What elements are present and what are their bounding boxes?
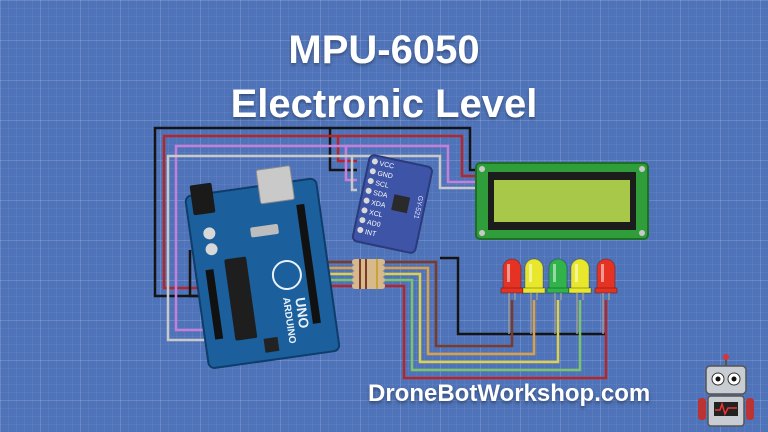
mpu-pin-label-xcl: XCL — [368, 209, 383, 219]
mpu-pin-hole — [359, 217, 366, 224]
wire-led-2 — [385, 266, 536, 356]
mpu-board-label: GY-521 — [412, 195, 424, 220]
led-row — [500, 258, 618, 334]
mpu-pin-hole — [367, 178, 374, 185]
resistor-4 — [352, 277, 385, 283]
led-1 — [500, 258, 524, 334]
mpu-pin-label-ad0: AD0 — [366, 219, 381, 229]
resistor-2 — [352, 265, 385, 271]
arduino-uno-board: ARDUINO UNO — [184, 165, 341, 369]
mpu-pin-hole — [371, 158, 378, 165]
resistor-3 — [352, 271, 385, 277]
mpu-chip — [391, 194, 411, 214]
wire-black-led-gnd — [188, 250, 205, 298]
wire-violet-lcd — [346, 144, 484, 184]
wire-red-lcd-vcc — [338, 134, 484, 178]
lcd-screen — [494, 180, 630, 222]
resistor-5 — [352, 283, 385, 289]
mpu-pin-hole — [357, 226, 364, 233]
led-2 — [522, 258, 546, 334]
mpu-pin-label-sda: SDA — [372, 190, 388, 200]
wire-violet-scl — [174, 144, 357, 332]
usb-port — [255, 165, 295, 205]
power-jack — [189, 182, 216, 216]
resistor-1 — [352, 259, 385, 265]
website-url: DroneBotWorkshop.com — [368, 380, 651, 407]
mpu-pin-label-gnd: GND — [377, 170, 394, 180]
mpu-pin-label-scl: SCL — [375, 180, 390, 190]
wire-led-3 — [385, 272, 560, 364]
wires — [153, 126, 608, 380]
wire-gray-lcd — [352, 154, 484, 190]
mpu-pin-label-int: INT — [364, 229, 377, 238]
wire-black-led-bus — [440, 256, 606, 336]
led-5 — [594, 258, 618, 334]
mpu-pin-label-vcc: VCC — [379, 161, 395, 171]
arduino-model-label: UNO — [292, 296, 312, 329]
mpu-pin-hole — [361, 207, 368, 214]
robot-logo — [698, 354, 754, 427]
mpu-pin-hole — [365, 187, 372, 194]
wire-gray-sda — [166, 154, 357, 342]
led-3 — [546, 258, 570, 334]
wire-led-5 — [385, 284, 608, 380]
title-line-1: MPU-6050 — [288, 28, 480, 72]
title-line-2: Electronic Level — [230, 82, 538, 126]
wire-led-1 — [385, 260, 514, 348]
arduino-logo — [271, 259, 302, 290]
mpu-pin-label-xda: XDA — [370, 200, 386, 210]
mpu-pin-hole — [369, 168, 376, 175]
mpu-pin-hole — [363, 197, 370, 204]
led-4 — [568, 258, 592, 334]
wire-red-vcc — [162, 134, 357, 290]
wire-led-4 — [385, 278, 582, 372]
wire-black-gnd — [153, 126, 357, 298]
lcd-display — [475, 162, 649, 240]
resistors — [352, 259, 385, 289]
atmega-chip — [224, 256, 258, 341]
